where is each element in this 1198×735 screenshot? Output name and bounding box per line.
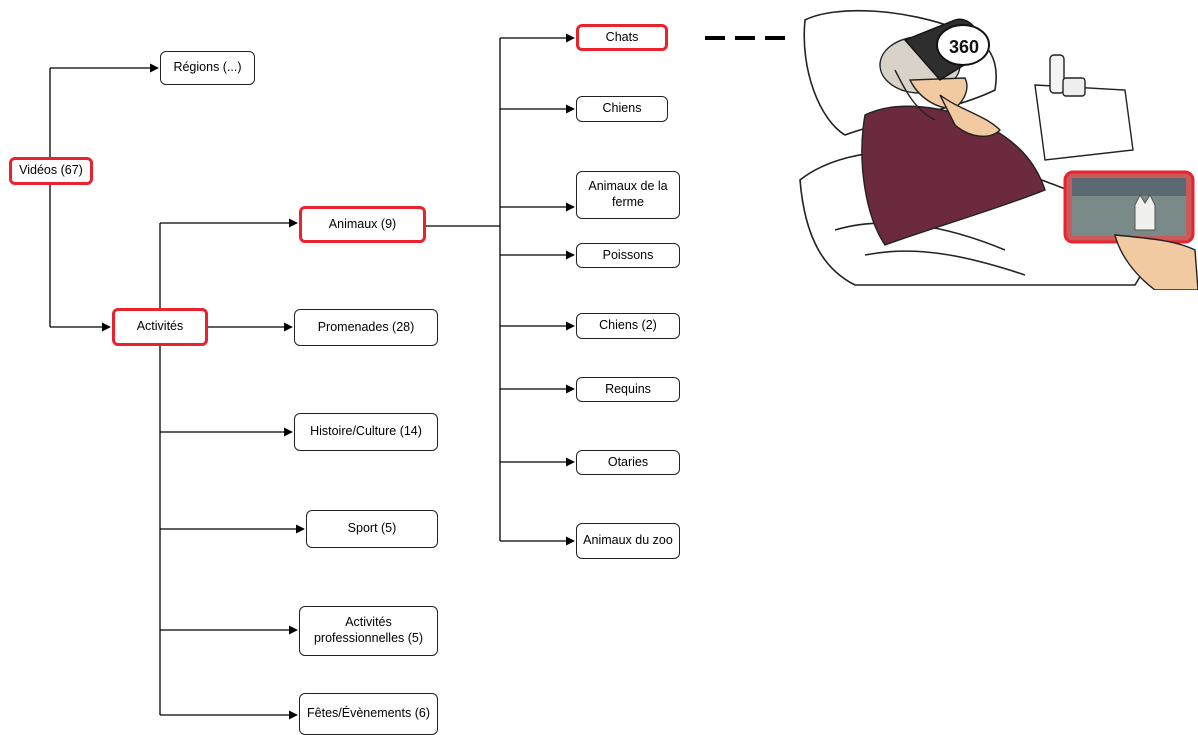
node-activites[interactable]: Activités (112, 308, 208, 346)
person-icon (861, 36, 1046, 246)
node-poissons[interactable]: Poissons (576, 243, 680, 268)
nightstand-icon (1034, 54, 1134, 161)
node-promenades[interactable]: Promenades (28) (294, 309, 438, 346)
vr-headset-icon: 360 (903, 18, 990, 81)
node-chiens[interactable]: Chiens (576, 96, 668, 122)
node-sport[interactable]: Sport (5) (306, 510, 438, 548)
node-videos[interactable]: Vidéos (67) (9, 157, 93, 185)
node-histoire[interactable]: Histoire/Culture (14) (294, 413, 438, 451)
node-animaux[interactable]: Animaux (9) (299, 206, 426, 243)
node-regions[interactable]: Régions (...) (160, 51, 255, 85)
node-chats[interactable]: Chats (576, 24, 668, 51)
cat-icon (1134, 193, 1156, 231)
node-pro[interactable]: Activités professionnelles (5) (299, 606, 438, 656)
node-chiens2[interactable]: Chiens (2) (576, 313, 680, 339)
node-requins[interactable]: Requins (576, 377, 680, 402)
hand-icon (1114, 234, 1198, 290)
node-ferme[interactable]: Animaux de la ferme (576, 171, 680, 219)
headset-label: 360 (949, 37, 979, 57)
node-fetes[interactable]: Fêtes/Évènements (6) (299, 693, 438, 735)
node-zoo[interactable]: Animaux du zoo (576, 523, 680, 559)
vr-bed-illustration: 360 (799, 9, 1198, 290)
tablet-icon (1063, 170, 1198, 290)
node-otaries[interactable]: Otaries (576, 450, 680, 475)
